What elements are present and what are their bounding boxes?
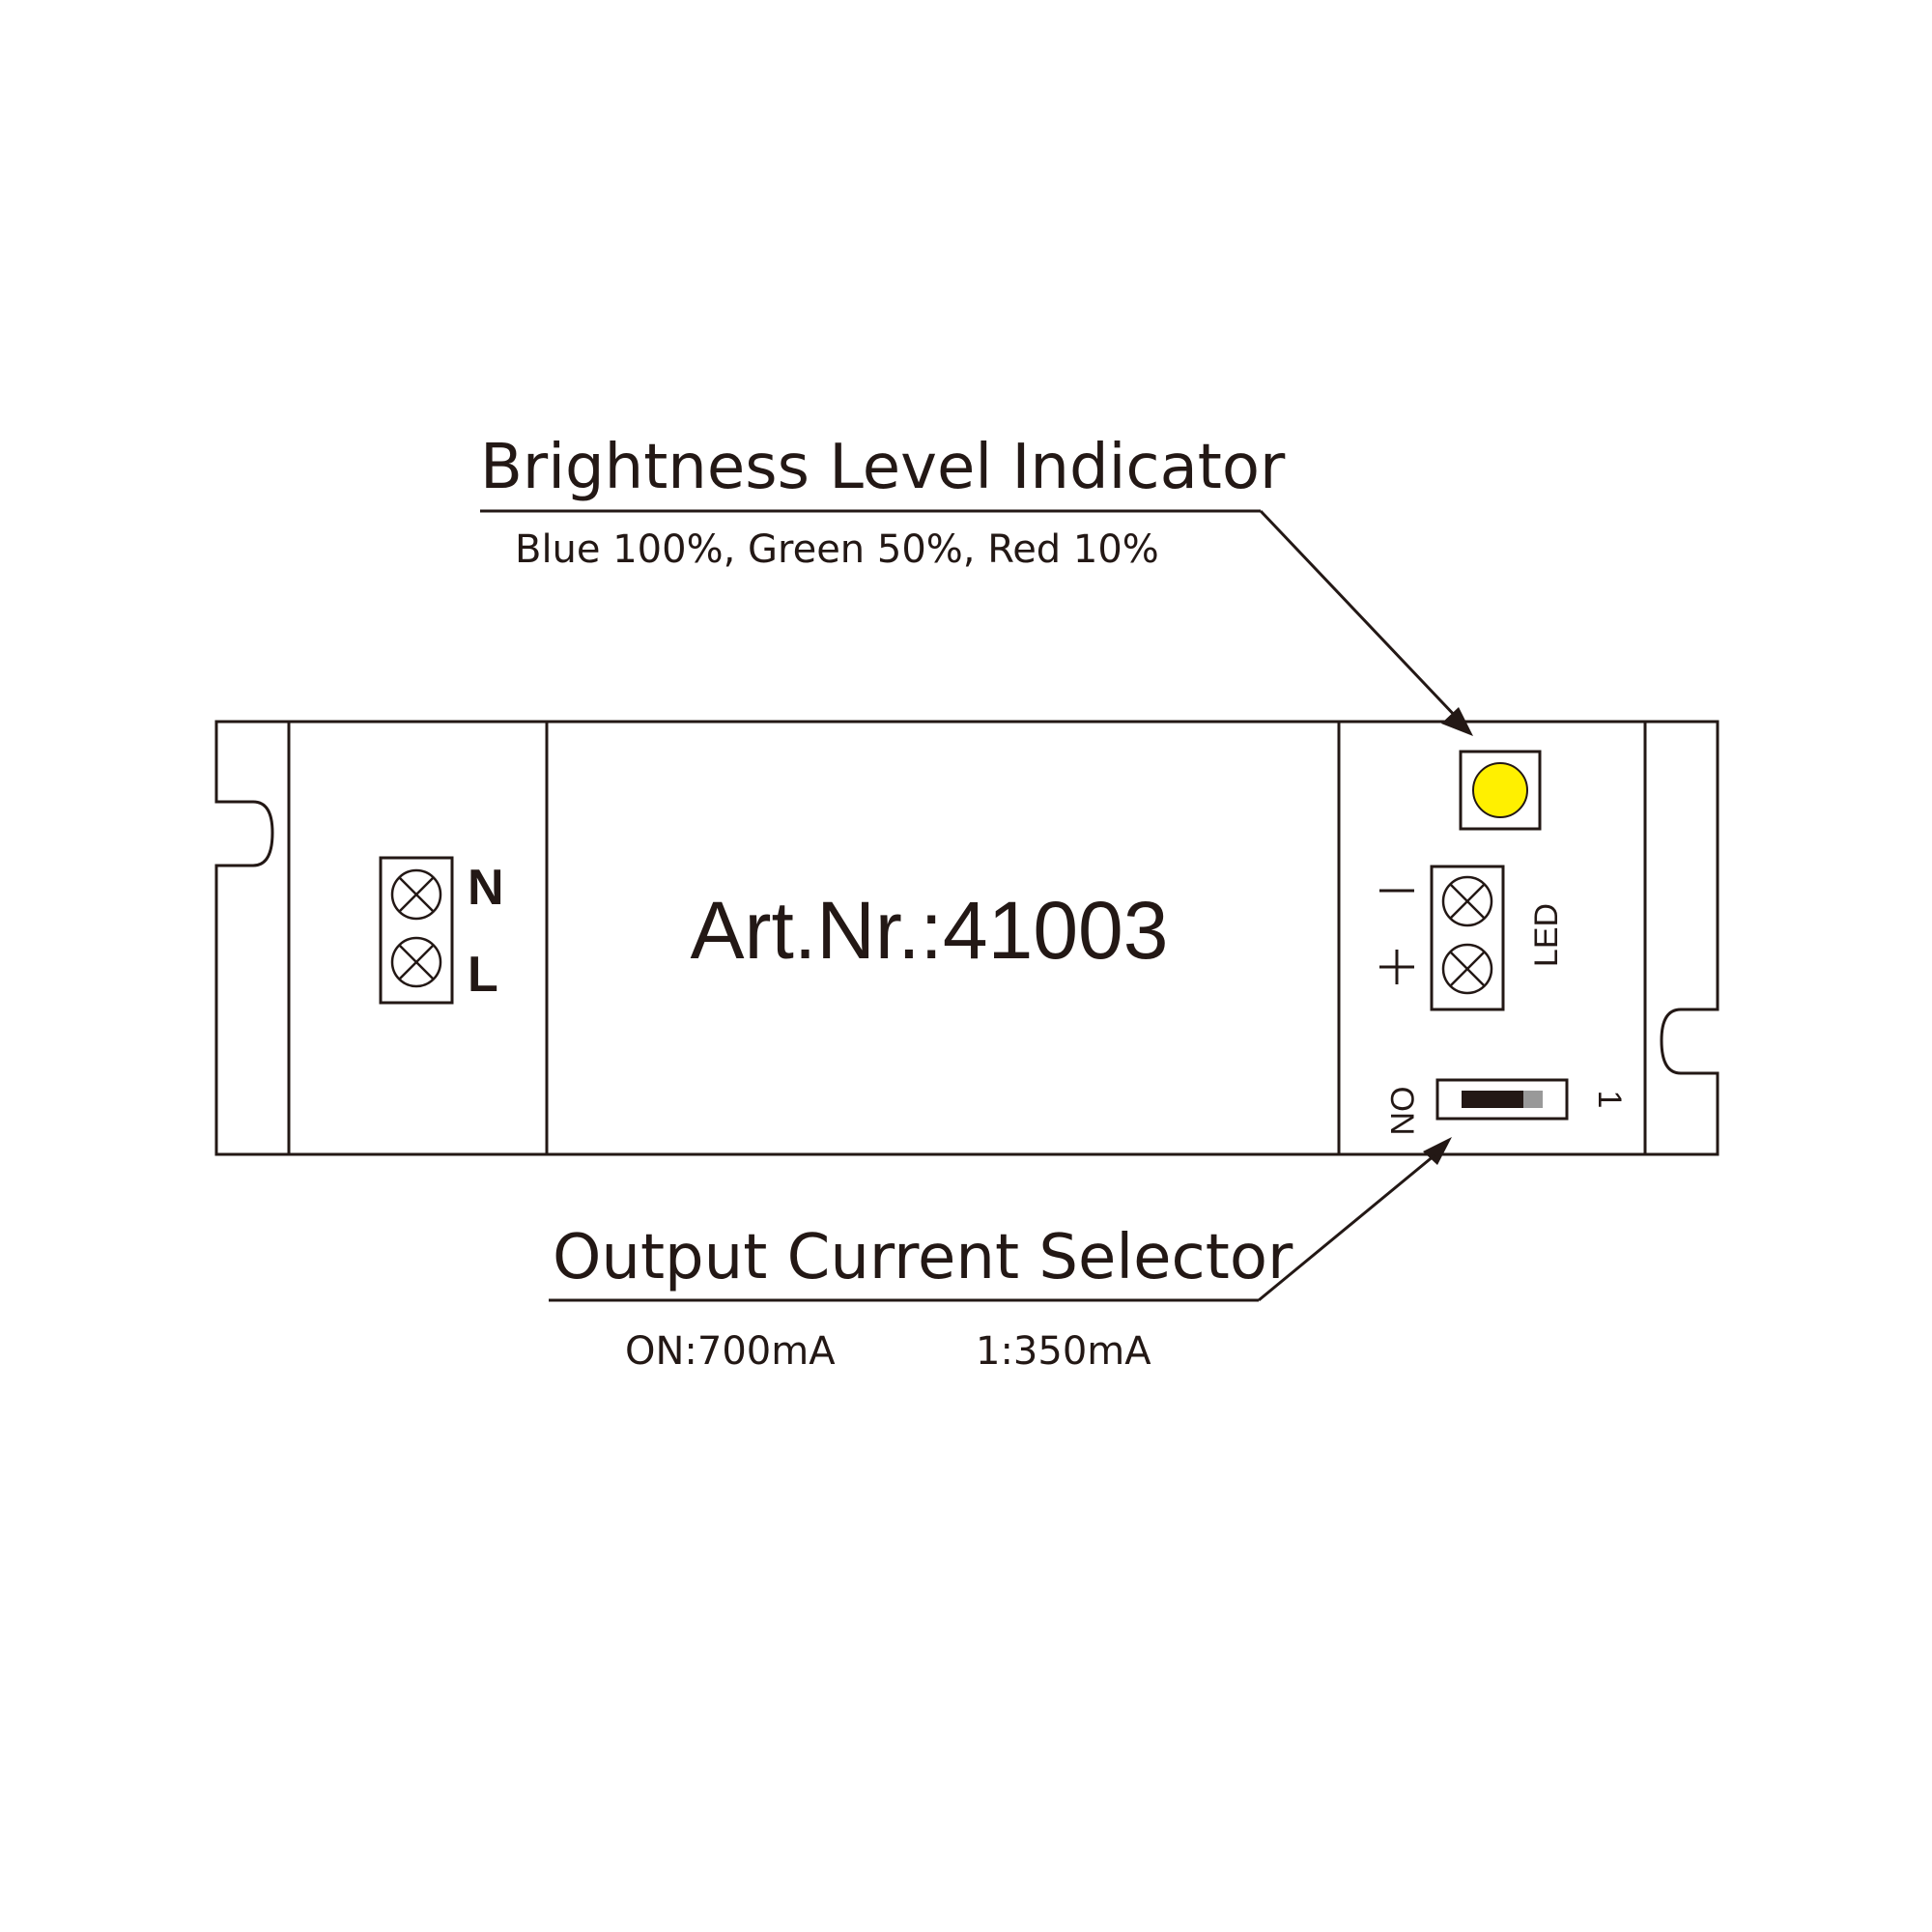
terminal-label-l: L [468, 947, 498, 1003]
housing-body [287, 720, 1647, 1156]
switch-track [1462, 1091, 1543, 1108]
brightness-leader-line [1259, 509, 1461, 722]
screw-icon [390, 936, 442, 988]
output-terminal-block: LED [1379, 865, 1565, 1011]
left-mounting-tab [214, 720, 289, 1156]
terminal-screw-n [390, 868, 442, 921]
current-option-1: 1:350mA [976, 1329, 1151, 1374]
terminal-screw-plus [1441, 943, 1493, 995]
brightness-callout: Brightness Level Indicator Blue 100%, Gr… [480, 432, 1473, 736]
brightness-callout-title: Brightness Level Indicator [480, 432, 1286, 503]
screw-icon [1441, 875, 1493, 927]
switch-frame [1435, 1078, 1569, 1121]
terminal-label-n: N [468, 860, 504, 916]
terminal-screw-minus [1441, 875, 1493, 927]
screw-icon [390, 868, 442, 921]
current-callout-title: Output Current Selector [553, 1222, 1293, 1293]
output-terminal-frame [1430, 865, 1505, 1011]
switch-knob[interactable] [1523, 1091, 1543, 1108]
input-terminal-block: N L [379, 856, 504, 1005]
screw-icon [1441, 943, 1493, 995]
right-mounting-tab [1645, 720, 1719, 1156]
brightness-indicator [1459, 750, 1542, 831]
indicator-frame [1459, 750, 1542, 831]
current-dip-switch: ON 1 [1383, 1078, 1628, 1136]
indicator-led-icon [1472, 762, 1528, 818]
current-leader-line [1258, 1153, 1435, 1302]
brightness-callout-subtitle: Blue 100%, Green 50%, Red 10% [515, 527, 1159, 572]
driver-housing [214, 720, 1719, 1156]
switch-on-label: ON [1383, 1087, 1420, 1136]
terminal-screw-l [390, 936, 442, 988]
current-callout: Output Current Selector ON:700mA 1:350mA [549, 1137, 1452, 1374]
input-terminal-frame [379, 856, 454, 1005]
article-number: Art.Nr.:41003 [691, 885, 1169, 976]
led-output-label: LED [1528, 903, 1565, 967]
switch-one-label: 1 [1591, 1091, 1628, 1109]
current-option-on: ON:700mA [625, 1329, 836, 1374]
